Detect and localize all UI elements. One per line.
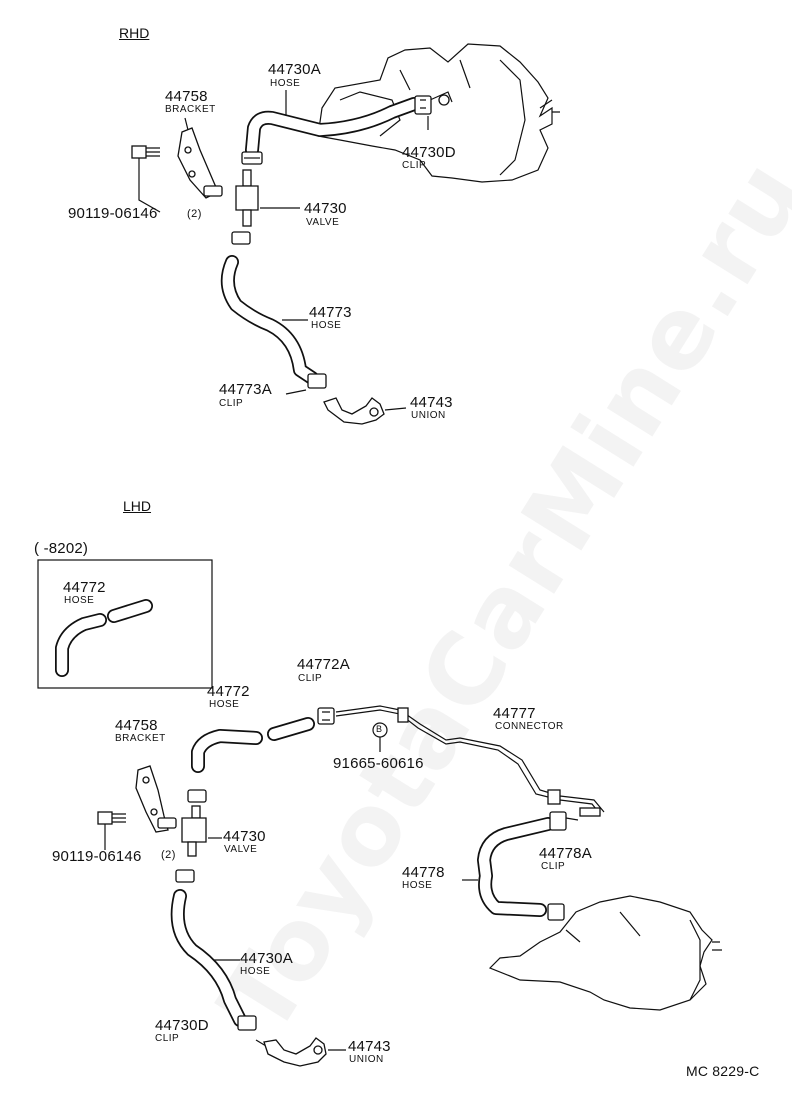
rhd-clip-44773a-name: CLIP [219, 398, 244, 409]
lhd-valve-name: VALVE [224, 844, 258, 855]
inset-hose-number: 44772 [63, 579, 106, 596]
rhd-hose-44730a-drawing [245, 97, 421, 157]
lhd-hose-44778-name: HOSE [402, 880, 433, 891]
lhd-hose-44730a-number: 44730A [240, 950, 293, 967]
lhd-brake-booster [488, 895, 722, 1011]
lhd-connector-name: CONNECTOR [495, 721, 564, 732]
rhd-union-number: 44743 [410, 394, 453, 411]
lhd-bracket-number: 44758 [115, 717, 158, 734]
rhd-hose-44730a-name: HOSE [270, 78, 301, 89]
rhd-union-44743-shape [323, 397, 385, 425]
rhd-hose-44773-name: HOSE [311, 320, 342, 331]
rhd-clip-44730d-number: 44730D [402, 144, 456, 161]
lhd-hose-44772-number: 44772 [207, 683, 250, 700]
lhd-clip-44778a-shape [549, 811, 567, 831]
rhd-hose-44730a-number: 44730A [268, 61, 321, 78]
rhd-clip-44773a-number: 44773A [219, 381, 272, 398]
rhd-valve-number: 44730 [304, 200, 347, 217]
lhd-hose-44772-name: HOSE [209, 699, 240, 710]
lhd-clip-44778a-number: 44778A [539, 845, 592, 862]
lhd-clip-44778a-name: CLIP [541, 861, 566, 872]
inset-hose-name: HOSE [64, 595, 95, 606]
rhd-section-label: RHD [119, 25, 150, 41]
inset-frame [37, 559, 213, 689]
lhd-valve-number: 44730 [223, 828, 266, 845]
lhd-connector-44777-drawing [335, 705, 605, 817]
lhd-union-44743-shape [263, 1037, 327, 1067]
lhd-clip-44772a-number: 44772A [297, 656, 350, 673]
rhd-bolt-number: 90119-06146 [68, 205, 158, 222]
lhd-bolt-shape [97, 811, 126, 850]
rhd-bolt-shape [131, 145, 161, 213]
lhd-union-name: UNION [349, 1054, 384, 1065]
lhd-bolt-qty: (2) [161, 849, 176, 861]
lhd-valve-44730-shape [175, 789, 207, 883]
rhd-valve-name: VALVE [306, 217, 340, 228]
lhd-hose-44778-number: 44778 [402, 864, 445, 881]
lhd-bolt-number: 90119-06146 [52, 848, 142, 865]
rhd-clip-44730d-shape [414, 95, 432, 115]
lhd-clip-44772a-shape [317, 707, 335, 725]
lhd-bracket-name: BRACKET [115, 733, 166, 744]
lhd-clip-44772a-name: CLIP [298, 673, 323, 684]
rhd-clip-44730d-name: CLIP [402, 160, 427, 171]
rhd-valve-44730-shape [231, 169, 259, 245]
rhd-clip-44773a-shape [307, 373, 327, 389]
lhd-clip-44730d-name: CLIP [155, 1033, 180, 1044]
lhd-hose-44772-drawing [191, 717, 315, 773]
lhd-b-marker: B [376, 724, 383, 734]
lhd-section-label: LHD [123, 498, 152, 514]
lhd-clip-44730d-number: 44730D [155, 1017, 209, 1034]
lhd-hose-44778-drawing [477, 817, 555, 917]
rhd-union-name: UNION [411, 410, 446, 421]
lhd-union-number: 44743 [348, 1038, 391, 1055]
inset-range-label: ( -8202) [34, 540, 89, 557]
rhd-bolt-qty: (2) [187, 208, 202, 220]
rhd-bracket-name: BRACKET [165, 104, 216, 115]
rhd-bracket-44758-shape [177, 127, 223, 199]
lhd-clip-44730d-shape [237, 1015, 257, 1031]
lhd-hose-44730a-drawing [170, 889, 247, 1027]
rhd-hose-44773-number: 44773 [309, 304, 352, 321]
rhd-brake-booster [317, 43, 560, 183]
rhd-bracket-number: 44758 [165, 88, 208, 105]
lhd-bracket-44758-shape [135, 765, 177, 833]
lhd-clip-lower-shape [547, 903, 565, 921]
diagram-code: MC 8229-C [686, 1063, 760, 1079]
lhd-hose-44730a-name: HOSE [240, 966, 271, 977]
lhd-connector-number: 44777 [493, 705, 536, 722]
lhd-b-part-number: 91665-60616 [333, 755, 424, 772]
rhd-hose-44773-drawing [220, 255, 319, 385]
